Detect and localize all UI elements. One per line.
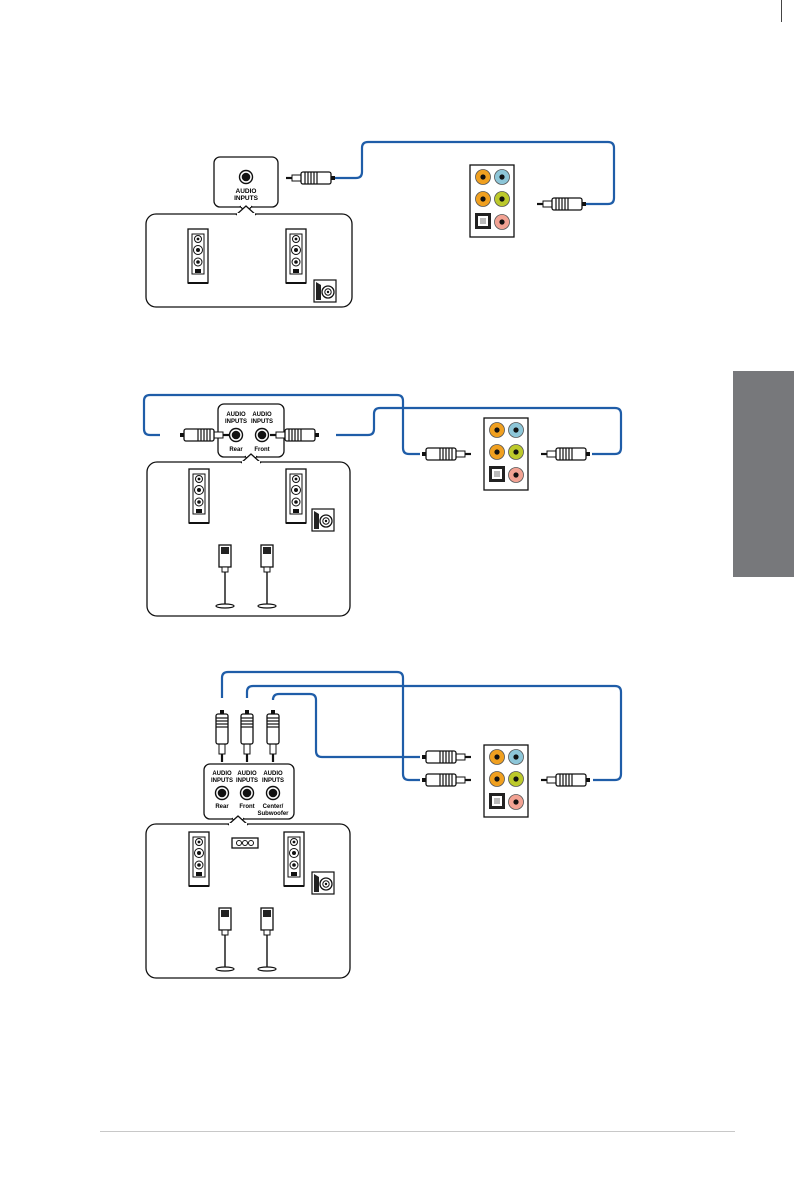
audio-input-jack [240, 171, 253, 184]
tower-speaker-icon [286, 229, 306, 283]
rear-jack-sublabel: Rear [215, 804, 229, 810]
center-jack-sublabel-line2: Subwoofer [258, 811, 290, 817]
subwoofer-icon [312, 872, 334, 894]
audio-plug-icon [267, 710, 279, 762]
audio-inputs-label-line1: AUDIO [236, 188, 257, 195]
front-jack-label-line2: INPUTS [251, 419, 273, 425]
speaker-box [147, 462, 350, 616]
audio-inputs-label-line2: INPUTS [234, 195, 259, 202]
audio-plug-icon [422, 751, 471, 763]
rear-jack-sublabel: Rear [229, 447, 243, 453]
tower-speaker-icon [188, 229, 208, 283]
tower-speaker-icon [189, 832, 209, 886]
diagram-2-channel: AUDIO INPUTS [146, 142, 614, 307]
center-jack-label-line2: INPUTS [262, 778, 284, 784]
audio-plug-icon [216, 710, 228, 762]
audio-plug-icon [241, 710, 253, 762]
front-audio-jack [241, 787, 254, 800]
audio-cable [273, 694, 420, 757]
rear-io-panel-icon [470, 165, 514, 237]
tower-speaker-icon [284, 832, 304, 886]
subwoofer-icon [314, 280, 336, 302]
audio-plug-icon [541, 448, 590, 460]
center-jack-label-line1: AUDIO [263, 771, 283, 777]
tower-speaker-icon [286, 469, 306, 523]
audio-plug-icon [537, 198, 586, 210]
diagram-4-channel: AUDIO INPUTS AUDIO INPUTS Rear Front [144, 395, 621, 616]
center-jack-sublabel-line1: Center/ [263, 804, 284, 810]
front-jack-sublabel: Front [254, 447, 269, 453]
audio-plug-icon [422, 448, 471, 460]
rear-jack-label-line1: AUDIO [212, 771, 232, 777]
rear-audio-jack [216, 787, 229, 800]
tower-speaker-icon [189, 469, 209, 523]
rear-audio-jack [230, 429, 243, 442]
audio-plug-icon [422, 774, 471, 786]
audio-plug-icon [286, 172, 335, 184]
center-speaker-icon [232, 838, 258, 848]
rear-io-panel-icon [484, 745, 528, 817]
diagram-6-channel: AUDIO INPUTS AUDIO INPUTS AUDIO INPUTS R… [146, 672, 621, 978]
audio-cable [247, 686, 621, 780]
front-jack-sublabel: Front [239, 804, 254, 810]
center-subwoofer-audio-jack [267, 787, 280, 800]
front-jack-label-line1: AUDIO [252, 412, 272, 418]
rear-jack-label-line1: AUDIO [226, 412, 246, 418]
front-jack-label-line1: AUDIO [237, 771, 257, 777]
front-audio-jack [256, 429, 269, 442]
audio-cable [336, 408, 621, 454]
rear-jack-label-line2: INPUTS [211, 778, 233, 784]
rear-jack-label-line2: INPUTS [225, 419, 247, 425]
front-jack-label-line2: INPUTS [236, 778, 258, 784]
subwoofer-icon [312, 509, 334, 531]
audio-plug-icon [541, 774, 590, 786]
rear-io-panel-icon [484, 418, 528, 490]
